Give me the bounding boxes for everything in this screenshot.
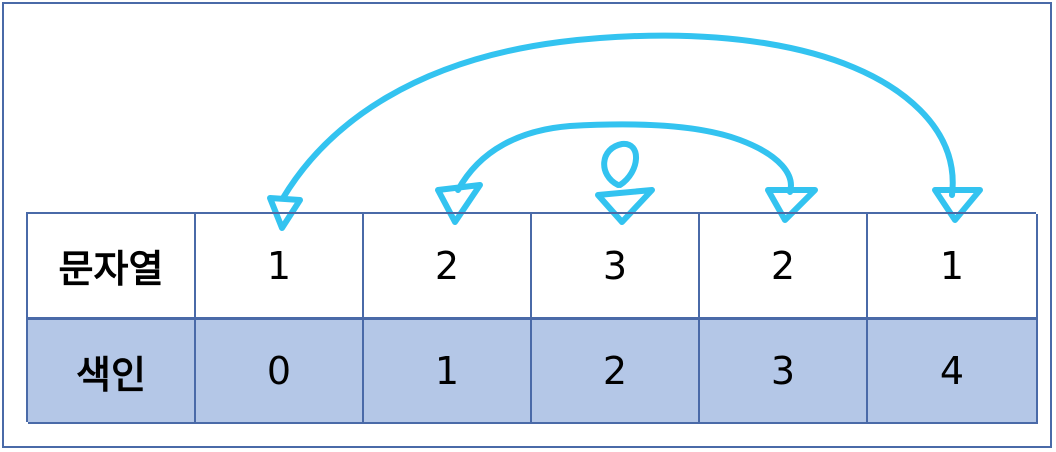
outer-arc-right-arrowhead [932, 187, 983, 223]
string-cell-1: 2 [364, 214, 532, 319]
index-cell-1: 1 [364, 319, 532, 424]
index-cell-4: 4 [868, 319, 1038, 424]
outer-arc [280, 32, 956, 201]
string-cell-0: 1 [196, 214, 364, 319]
index-cell-3: 3 [700, 319, 868, 424]
inner-arc-right-arrowhead [765, 187, 818, 223]
index-table: 문자열 1 2 3 2 1 색인 0 1 2 3 4 [26, 212, 1038, 424]
inner-arc-left-arrowhead [435, 182, 483, 225]
self-loop-arrowhead [595, 187, 655, 225]
string-cell-4: 1 [868, 214, 1038, 319]
index-cell-0: 0 [196, 319, 364, 424]
inner-arc [455, 121, 794, 195]
string-cell-2: 3 [532, 214, 700, 319]
string-row-header: 문자열 [28, 214, 196, 319]
self-loop [601, 141, 639, 188]
string-cell-3: 2 [700, 214, 868, 319]
index-row-header: 색인 [28, 319, 196, 424]
index-cell-2: 2 [532, 319, 700, 424]
